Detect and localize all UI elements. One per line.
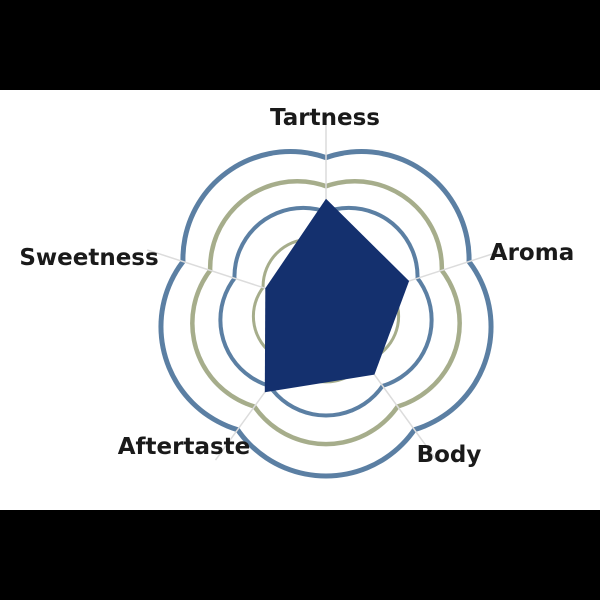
axis-label-aftertaste: Aftertaste [118,434,251,460]
data-group [264,198,410,393]
axis-label-sweetness: Sweetness [19,245,158,271]
data-polygon [264,198,410,393]
axis-label-body: Body [417,442,482,468]
axis-label-tartness: Tartness [270,105,380,131]
axis-label-aroma: Aroma [490,240,574,266]
